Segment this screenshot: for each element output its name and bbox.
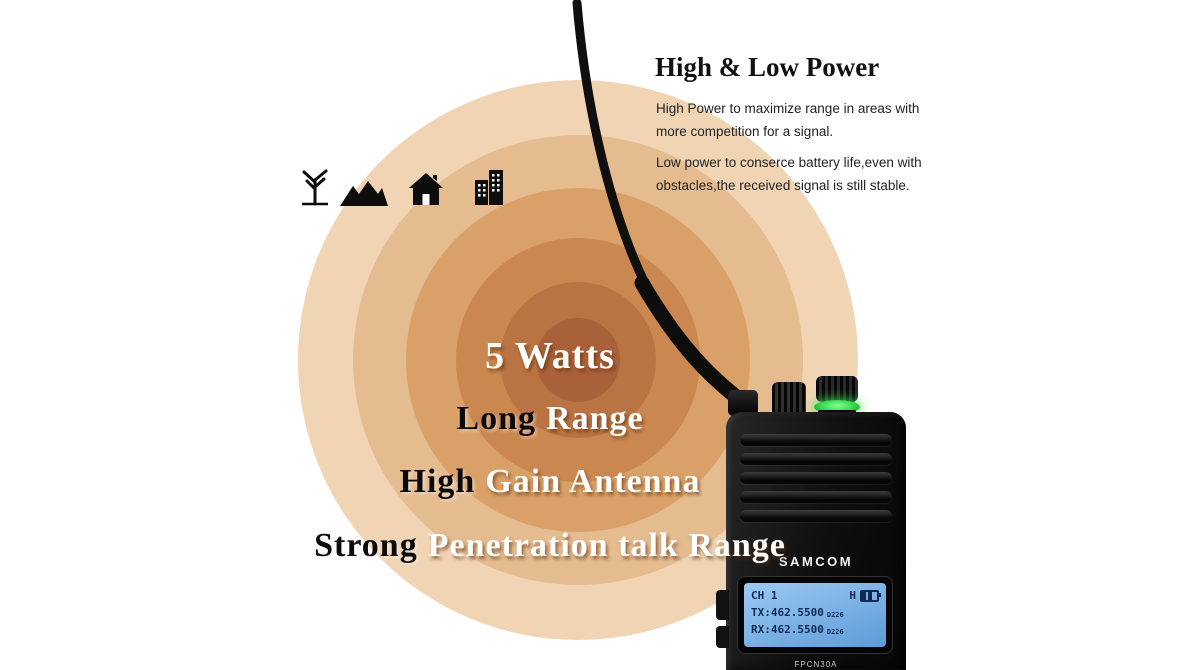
display-row-channel: CH 1 H xyxy=(751,587,881,604)
rx-code: D226 xyxy=(826,628,844,637)
channel-knob xyxy=(816,376,858,402)
display-row-tx: TX:462.5500 D226 xyxy=(751,604,879,621)
volume-knob xyxy=(772,382,806,414)
battery-icon xyxy=(860,589,881,602)
house-icon xyxy=(408,172,444,206)
tx-frequency: TX:462.5500 xyxy=(751,606,824,620)
slogan-watts: 5 Watts xyxy=(485,335,615,377)
low-power-description: Low power to conserce battery life,even … xyxy=(656,155,922,193)
brand-label: SAMCOM xyxy=(778,554,854,569)
mountains-icon xyxy=(340,180,388,206)
speaker-grille xyxy=(740,434,892,529)
buildings-icon xyxy=(474,168,504,205)
radio-body: SAMCOM CH 1 H TX:462.5500 D226 xyxy=(726,412,906,670)
display-bezel: CH 1 H TX:462.5500 D226 xyxy=(737,576,893,654)
high-power-description: High Power to maximize range in areas wi… xyxy=(656,101,920,139)
tx-code: D226 xyxy=(826,611,844,620)
lcd-display: CH 1 H TX:462.5500 D226 xyxy=(744,583,886,647)
channel-value: CH 1 xyxy=(751,589,778,602)
power-mode: H xyxy=(849,589,856,602)
ptt-button xyxy=(716,590,729,620)
tree-icon xyxy=(298,168,332,206)
model-label: FPCN30A xyxy=(794,660,838,669)
side-key xyxy=(716,626,729,648)
display-row-rx: RX:462.5500 D226 xyxy=(751,621,879,638)
section-title: High & Low Power xyxy=(655,52,880,82)
rx-frequency: RX:462.5500 xyxy=(751,623,824,637)
